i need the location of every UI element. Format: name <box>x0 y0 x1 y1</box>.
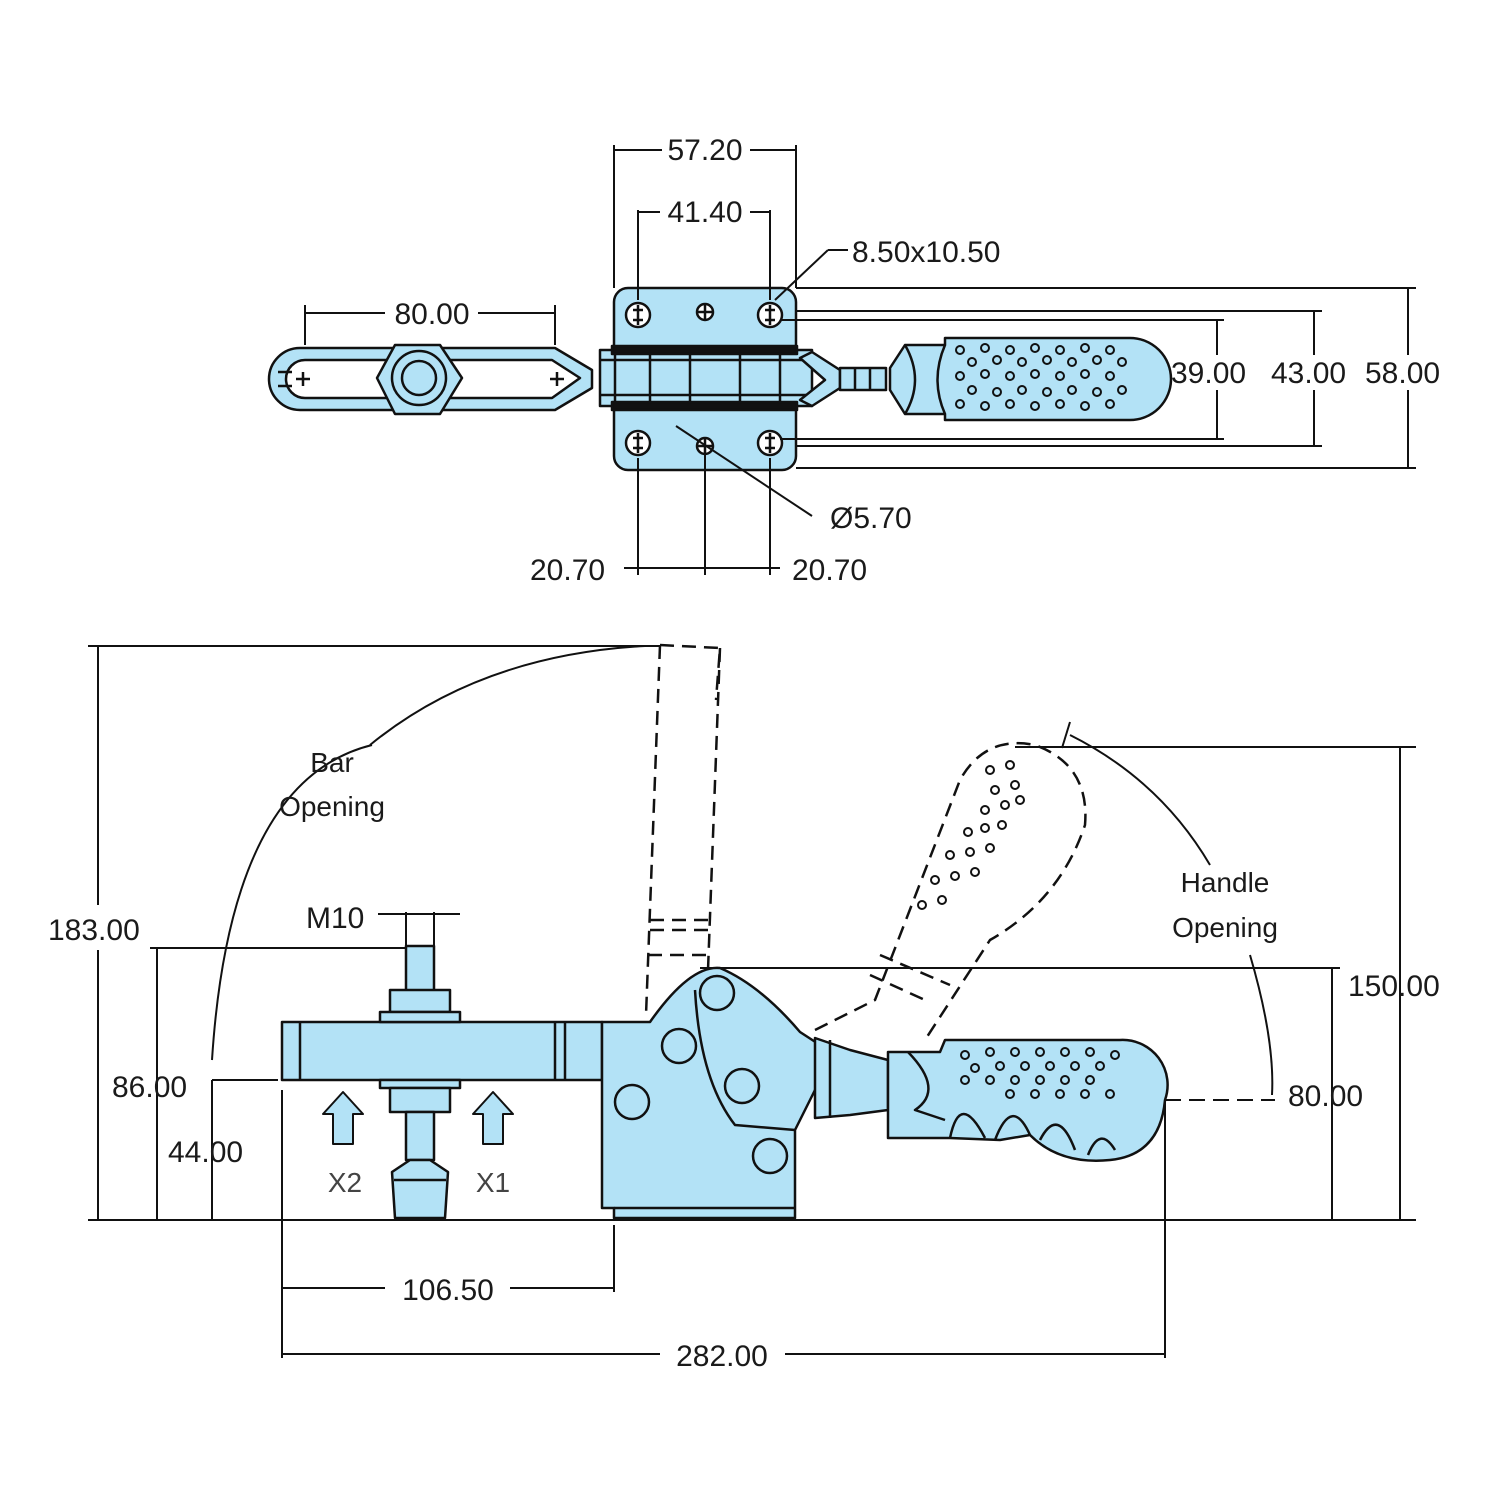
dim-41-40: 41.40 <box>667 196 742 229</box>
handle-grip-dots <box>955 343 1127 411</box>
spindle-tip <box>390 1158 450 1220</box>
force-arrow-x2 <box>322 1091 364 1145</box>
handle-side-dots <box>960 1047 1120 1099</box>
dim-43-00: 43.00 <box>1271 357 1346 390</box>
dim-20-70-left: 20.70 <box>530 554 605 587</box>
force-arrow-x1 <box>472 1091 514 1145</box>
label-handle-opening-1: Handle <box>1181 867 1270 898</box>
handle-side <box>886 1038 1169 1162</box>
label-bar-opening-2: Opening <box>279 791 385 822</box>
dim-hole-dia: Ø5.70 <box>830 502 912 535</box>
bar-open-position <box>644 643 722 1016</box>
dim-44-00: 44.00 <box>168 1136 243 1169</box>
dim-150-00: 150.00 <box>1348 970 1440 1003</box>
dim-106-50: 106.50 <box>402 1274 494 1307</box>
dimension-texts: 57.20 41.40 8.50x10.50 80.00 Ø5.70 20.70… <box>48 134 1440 1373</box>
side-view <box>88 643 1416 1358</box>
dim-20-70-right: 20.70 <box>792 554 867 587</box>
dim-80-00: 80.00 <box>394 298 469 331</box>
dim-282-00: 282.00 <box>676 1340 768 1373</box>
mounting-holes <box>624 301 784 457</box>
dim-183-00: 183.00 <box>48 914 140 947</box>
dim-m10: M10 <box>306 902 364 935</box>
handle-open-position <box>814 741 1087 1041</box>
label-x2: X2 <box>328 1167 362 1198</box>
side-dimension-lines <box>88 645 1416 1358</box>
dim-58-00: 58.00 <box>1365 357 1440 390</box>
dim-57-20: 57.20 <box>667 134 742 167</box>
dim-80-00-side: 80.00 <box>1288 1080 1363 1113</box>
label-handle-opening-2: Opening <box>1172 912 1278 943</box>
top-dimension-lines <box>304 145 1416 575</box>
label-x1: X1 <box>476 1167 510 1198</box>
dim-86-00: 86.00 <box>112 1071 187 1104</box>
dim-39-00: 39.00 <box>1171 357 1246 390</box>
handle-open-dots <box>917 760 1025 910</box>
dim-slot: 8.50x10.50 <box>852 236 1000 269</box>
label-bar-opening-1: Bar <box>310 747 354 778</box>
top-view <box>267 145 1416 575</box>
spindle <box>404 944 436 996</box>
